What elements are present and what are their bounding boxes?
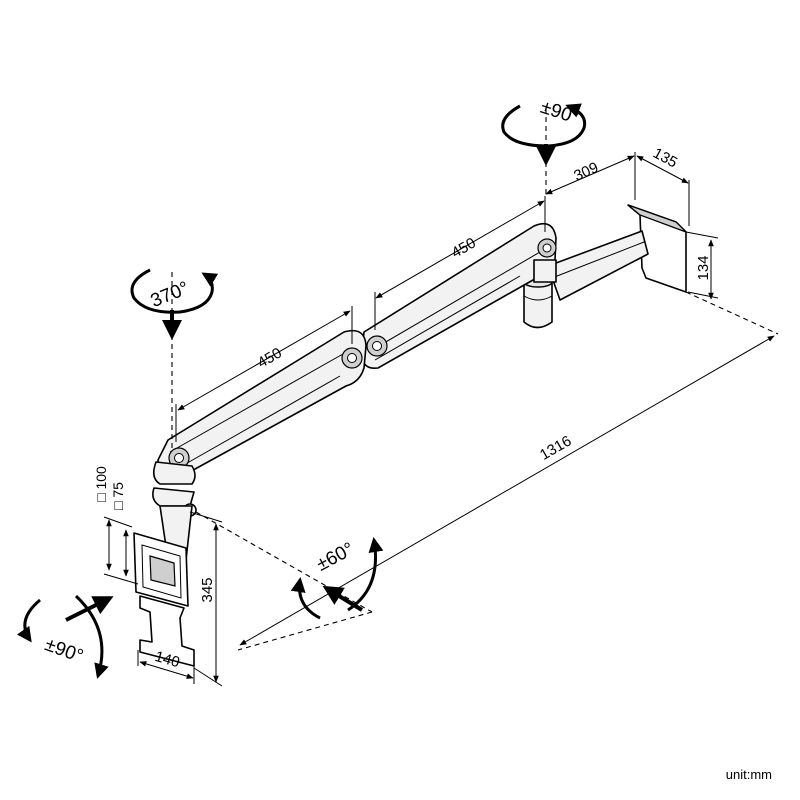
rotation-top-joint: ±90° [501, 97, 587, 196]
plate-depth-label: 135 [650, 145, 680, 172]
dimension-plate-height: 134 [685, 231, 719, 300]
dimension-wall-offset: 309 [545, 152, 636, 200]
mount-height-label: 345 [199, 577, 216, 602]
vesa-large-label: □ 100 [93, 466, 109, 502]
dimension-mount-width: 140 [137, 648, 195, 684]
plate-height-label: 134 [695, 255, 712, 280]
lower-arm-length-label: 450 [255, 344, 285, 371]
rotation-tilt: ±60° [290, 537, 384, 620]
vesa-mount-head [133, 461, 197, 667]
wall-offset-label: 309 [571, 159, 601, 185]
rotation-swivel: ±90° [16, 594, 114, 679]
elbow-joint-rotation-label: 370° [148, 278, 192, 312]
tilt-rotation-label: ±60° [313, 539, 357, 576]
swivel-rotation-label: ±90° [42, 634, 86, 667]
upper-arm-length-label: 450 [449, 234, 479, 261]
dimension-total-reach: 1316 [195, 291, 779, 651]
dimension-mount-height: 345 [189, 511, 223, 687]
unit-label: unit:mm [725, 767, 772, 782]
vesa-small-label: □ 75 [110, 482, 126, 510]
total-reach-label: 1316 [537, 432, 574, 463]
top-joint-rotation-label: ±90° [538, 97, 582, 129]
mount-width-label: 140 [153, 648, 182, 671]
dimension-vesa: □ 100 □ 75 [93, 466, 139, 585]
